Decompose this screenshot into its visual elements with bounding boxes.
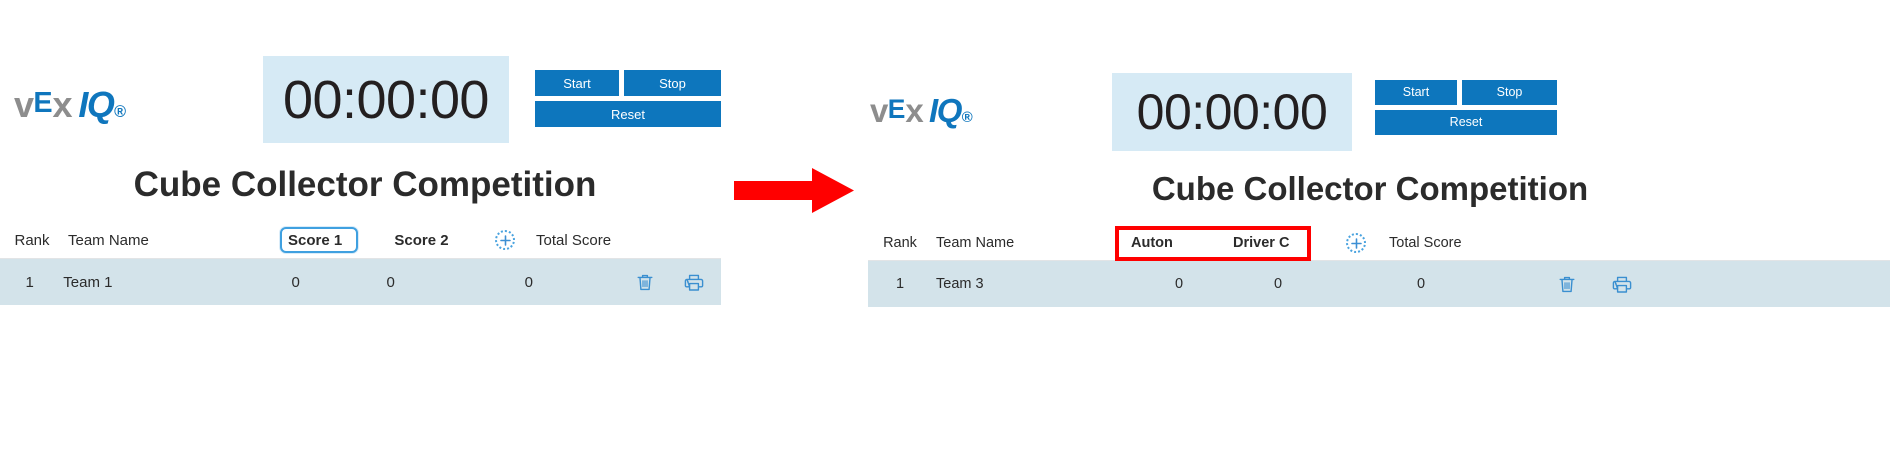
table-header-divider <box>0 258 721 259</box>
stop-button[interactable]: Stop <box>624 70 721 96</box>
column-header-auton[interactable]: Auton <box>1131 235 1173 251</box>
column-header-score1-input[interactable]: Score 1 <box>280 227 358 253</box>
match-timer-display: 00:00:00 <box>1112 73 1352 151</box>
cell-score1[interactable]: 0 <box>291 273 300 291</box>
left-app-header: v E x IQ ® 00:00:00 Start Stop Reset Cub… <box>0 0 880 204</box>
competition-title: Cube Collector Competition <box>133 165 597 204</box>
print-row-icon[interactable] <box>684 273 704 292</box>
column-header-score2[interactable]: Score 2 <box>394 231 449 249</box>
competition-title: Cube Collector Competition <box>1151 170 1589 207</box>
logo-letter-x: x <box>52 84 73 125</box>
cell-total-score: 0 <box>524 273 534 291</box>
column-header-team-name: Team Name <box>68 231 149 249</box>
cell-driver-control-score[interactable]: 0 <box>1273 276 1283 292</box>
add-column-icon[interactable] <box>1346 233 1366 253</box>
right-timer-controls: Start Stop Reset <box>1375 80 1557 135</box>
timer-value: 00:00:00 <box>1136 84 1328 140</box>
delete-row-icon[interactable] <box>1558 275 1576 294</box>
delete-row-icon[interactable] <box>636 273 654 292</box>
stop-button[interactable]: Stop <box>1462 80 1557 105</box>
column-header-total-score: Total Score <box>1389 235 1462 251</box>
cell-score2[interactable]: 0 <box>386 273 395 291</box>
logo-text-iq: IQ <box>78 84 115 125</box>
cell-auton-score[interactable]: 0 <box>1174 276 1184 292</box>
column-header-driver-control[interactable]: Driver C <box>1233 235 1290 251</box>
red-transition-arrow <box>728 163 860 218</box>
logo-letter-v: v <box>14 84 34 125</box>
logo-registered-icon: ® <box>961 110 973 126</box>
column-header-score1-label: Score 1 <box>288 231 343 249</box>
reset-button[interactable]: Reset <box>535 101 721 127</box>
add-column-cell <box>1323 233 1389 253</box>
logo-registered-icon: ® <box>114 103 127 121</box>
left-app-panel: v E x IQ ® 00:00:00 Start Stop Reset Cub… <box>0 0 880 305</box>
column-header-rank: Rank <box>14 231 50 249</box>
logo-letter-x: x <box>905 92 924 129</box>
column-header-team-name: Team Name <box>936 235 1015 251</box>
table-row[interactable]: 1 Team 3 0 0 0 <box>868 261 1890 307</box>
right-app-header: v E x IQ ® 00:00:00 Start Stop Reset Cub… <box>860 0 1898 207</box>
start-button[interactable]: Start <box>535 70 619 96</box>
logo-letter-e: E <box>887 93 906 124</box>
table-row[interactable]: 1 Team 1 0 0 0 <box>0 259 721 305</box>
cell-actions <box>1519 275 1671 294</box>
print-row-icon[interactable] <box>1612 275 1632 294</box>
column-header-rank: Rank <box>883 235 917 251</box>
cell-rank: 1 <box>895 276 905 292</box>
right-score-table: Rank Team Name Auton Driver C Total Scor… <box>868 226 1890 307</box>
cell-total-score: 0 <box>1417 276 1426 292</box>
add-column-cell <box>474 230 536 250</box>
column-header-score1-wrap: Score 1 <box>269 227 369 253</box>
vex-iq-logo: v E x IQ ® <box>870 92 973 130</box>
cell-team-name[interactable]: Team 3 <box>936 276 984 292</box>
column-header-total-score: Total Score <box>536 231 612 249</box>
logo-letter-e: E <box>33 87 53 120</box>
cell-actions <box>619 273 721 292</box>
table-header-divider <box>868 260 1890 261</box>
table-header-row: Rank Team Name Score 1 Score 2 Total Sco… <box>0 222 721 258</box>
start-button[interactable]: Start <box>1375 80 1457 105</box>
right-app-panel: v E x IQ ® 00:00:00 Start Stop Reset Cub… <box>860 0 1898 307</box>
logo-letter-v: v <box>870 92 888 129</box>
cell-team-name[interactable]: Team 1 <box>63 273 113 291</box>
timer-value: 00:00:00 <box>283 69 489 130</box>
vex-iq-logo: v E x IQ ® <box>14 84 126 126</box>
logo-text-iq: IQ <box>928 92 963 129</box>
reset-button[interactable]: Reset <box>1375 110 1557 135</box>
cell-rank: 1 <box>25 273 34 291</box>
left-score-table: Rank Team Name Score 1 Score 2 Total Sco… <box>0 222 721 305</box>
table-header-row: Rank Team Name Auton Driver C Total Scor… <box>868 226 1890 260</box>
match-timer-display: 00:00:00 <box>263 56 509 143</box>
add-column-icon[interactable] <box>495 230 515 250</box>
left-timer-controls: Start Stop Reset <box>535 70 721 127</box>
